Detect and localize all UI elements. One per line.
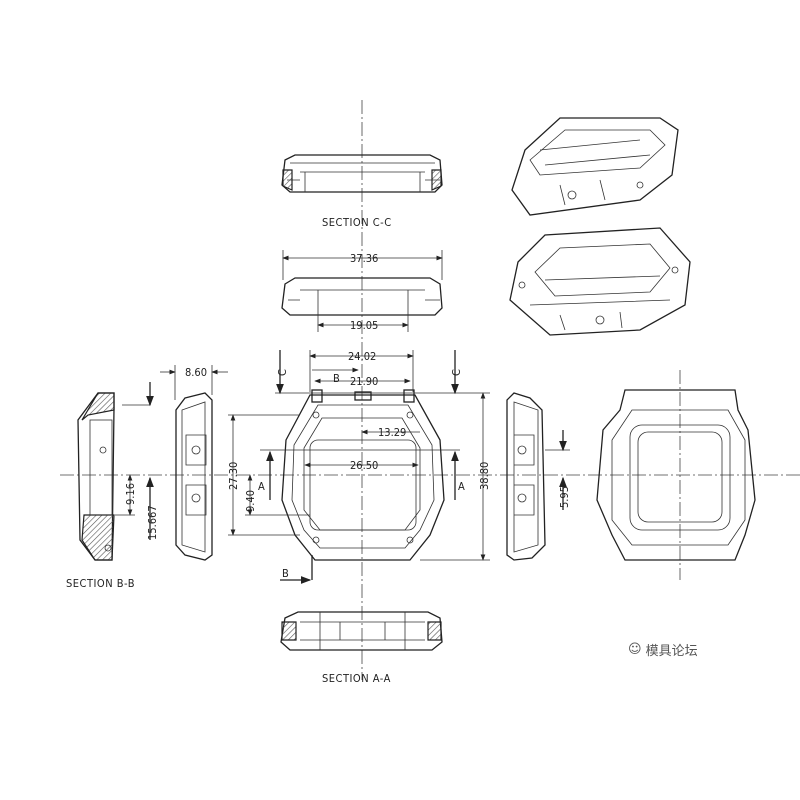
dim-window-width: 26.50 xyxy=(350,459,378,472)
wechat-icon: ☺ xyxy=(628,642,642,657)
right-side-view xyxy=(506,392,570,561)
marker-b-bottom: B xyxy=(282,567,289,580)
marker-a-left: A xyxy=(258,480,265,493)
left-side-view xyxy=(160,365,228,561)
dim-side-depth: 8.60 xyxy=(185,366,207,379)
top-view xyxy=(281,250,443,332)
section-aa-label: SECTION A-A xyxy=(322,672,391,685)
front-view xyxy=(228,350,490,584)
section-aa-view xyxy=(280,611,443,651)
isometric-view-top xyxy=(511,117,679,216)
section-cc-view xyxy=(281,154,443,193)
dim-lug-inner: 21.90 xyxy=(350,375,378,388)
dim-lug-outer: 24.02 xyxy=(348,350,376,363)
watermark: ☺ 模具论坛 xyxy=(628,640,698,659)
dim-half-window: 13.29 xyxy=(378,426,406,439)
dim-window-height: 27.30 xyxy=(227,462,240,490)
dim-inner-width-top: 19.05 xyxy=(350,319,378,332)
isometric-view-bottom xyxy=(509,227,691,336)
section-cc-label: SECTION C-C xyxy=(322,216,392,229)
section-bb-view xyxy=(77,382,154,561)
dim-bb-offset-2: 15.667 xyxy=(146,505,159,540)
watermark-text: 模具论坛 xyxy=(645,644,698,659)
marker-c-right: C xyxy=(450,369,463,376)
dim-overall-height: 38.80 xyxy=(478,462,491,490)
section-bb-label: SECTION B-B xyxy=(66,577,135,590)
dim-overall-width-top: 37.36 xyxy=(350,252,378,265)
dim-section-offset: 9.40 xyxy=(244,490,257,512)
dim-bb-offset-1: 9.16 xyxy=(124,483,137,505)
back-view xyxy=(596,389,756,561)
marker-c-left: C xyxy=(276,369,289,376)
dim-right-offset: 5.95 xyxy=(558,486,571,508)
marker-a-right: A xyxy=(458,480,465,493)
marker-b-top: B xyxy=(333,372,340,385)
